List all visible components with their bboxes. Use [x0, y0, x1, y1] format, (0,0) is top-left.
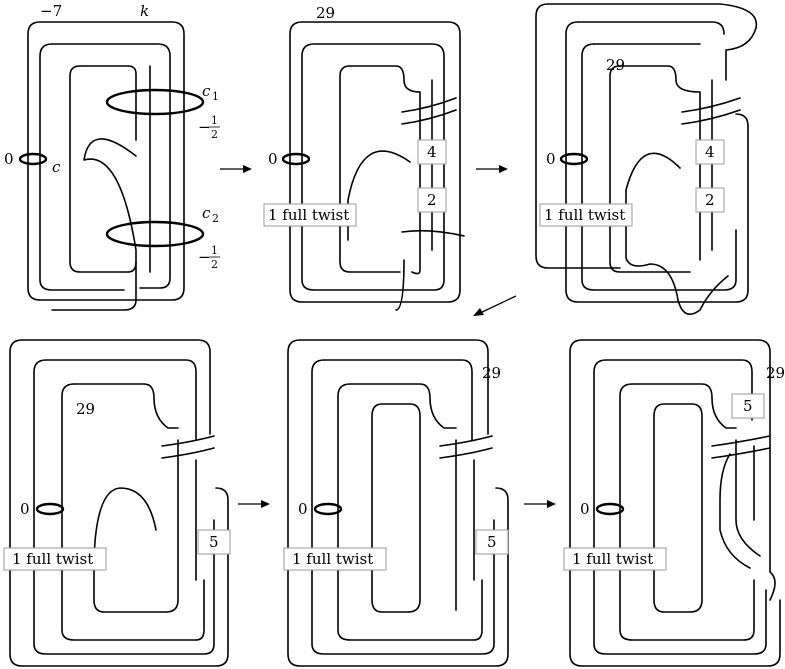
twist-box-a	[417, 139, 447, 165]
c1-coef-sign: −	[198, 118, 211, 136]
twist-box	[475, 529, 509, 555]
full-twist-label: 1 full twist	[12, 550, 93, 568]
c1-coef-num: 1	[211, 114, 218, 127]
c2-coef-num: 1	[211, 244, 218, 257]
meridian-c1	[105, 88, 205, 116]
arrow-right-4	[238, 500, 270, 508]
c1-label: c	[202, 82, 211, 100]
meridian-c	[18, 152, 48, 166]
zero-label: 0	[4, 150, 14, 168]
c-label: c	[52, 158, 61, 176]
full-twist-box	[283, 547, 387, 571]
c2-coef-den: 2	[211, 258, 218, 271]
twist-box-label: 5	[209, 533, 219, 551]
zero-label: 0	[298, 500, 308, 518]
meridian-0	[559, 152, 589, 166]
framing-label: 29	[606, 56, 625, 74]
c1-subscript: 1	[212, 90, 219, 103]
full-twist-box	[539, 203, 633, 227]
meridian-c2	[105, 220, 205, 248]
meridian-0	[595, 502, 625, 516]
panel-3: 1 full twist 4 2 29 0	[535, 3, 758, 316]
arrow-down-left	[473, 295, 517, 316]
full-twist-box	[3, 547, 107, 571]
arrow-right-5	[524, 500, 556, 508]
zero-label: 0	[20, 500, 30, 518]
c2-label: c	[202, 204, 211, 222]
panel-2: 1 full twist 4 2 29 0	[263, 4, 465, 311]
framing-label: −7	[40, 2, 62, 20]
full-twist-label: 1 full twist	[268, 206, 349, 224]
zero-label: 0	[268, 150, 278, 168]
meridian-0	[313, 502, 343, 516]
arrow-right-2	[476, 165, 508, 173]
twist-box-b-label: 2	[705, 191, 715, 209]
framing-label: 29	[766, 364, 785, 382]
k-label: k	[140, 2, 149, 20]
twist-box	[731, 393, 765, 419]
panel-5: 1 full twist 5 29 0	[283, 339, 509, 667]
twist-box-a-label: 4	[705, 143, 715, 161]
meridian-0	[281, 152, 311, 166]
twist-box-a	[695, 139, 725, 165]
full-twist-box	[563, 547, 667, 571]
twist-box-label: 5	[743, 397, 753, 415]
framing-label: 29	[482, 364, 501, 382]
c2-coef-sign: −	[198, 248, 211, 266]
twist-box-b	[417, 187, 447, 213]
zero-label: 0	[580, 500, 590, 518]
meridian-0	[35, 502, 65, 516]
framing-label: 29	[316, 4, 335, 22]
full-twist-box	[263, 203, 357, 227]
c1-coef-den: 2	[211, 128, 218, 141]
arrow-right-1	[220, 165, 252, 173]
twist-box-b	[695, 187, 725, 213]
zero-label: 0	[546, 150, 556, 168]
framing-label: 29	[76, 400, 95, 418]
full-twist-label: 1 full twist	[292, 550, 373, 568]
twist-box-a-label: 4	[427, 143, 437, 161]
twist-box-label: 5	[487, 533, 497, 551]
c2-subscript: 2	[212, 212, 219, 225]
panel-4: 1 full twist 5 29 0	[3, 339, 231, 667]
twist-box-b-label: 2	[427, 191, 437, 209]
full-twist-label: 1 full twist	[572, 550, 653, 568]
full-twist-label: 1 full twist	[544, 206, 625, 224]
panel-6: 1 full twist 5 29 0	[563, 339, 785, 667]
panel-1: −7 k 0 c c 1 − 1 2 c 2 − 1 2	[4, 2, 220, 311]
twist-box	[197, 529, 231, 555]
